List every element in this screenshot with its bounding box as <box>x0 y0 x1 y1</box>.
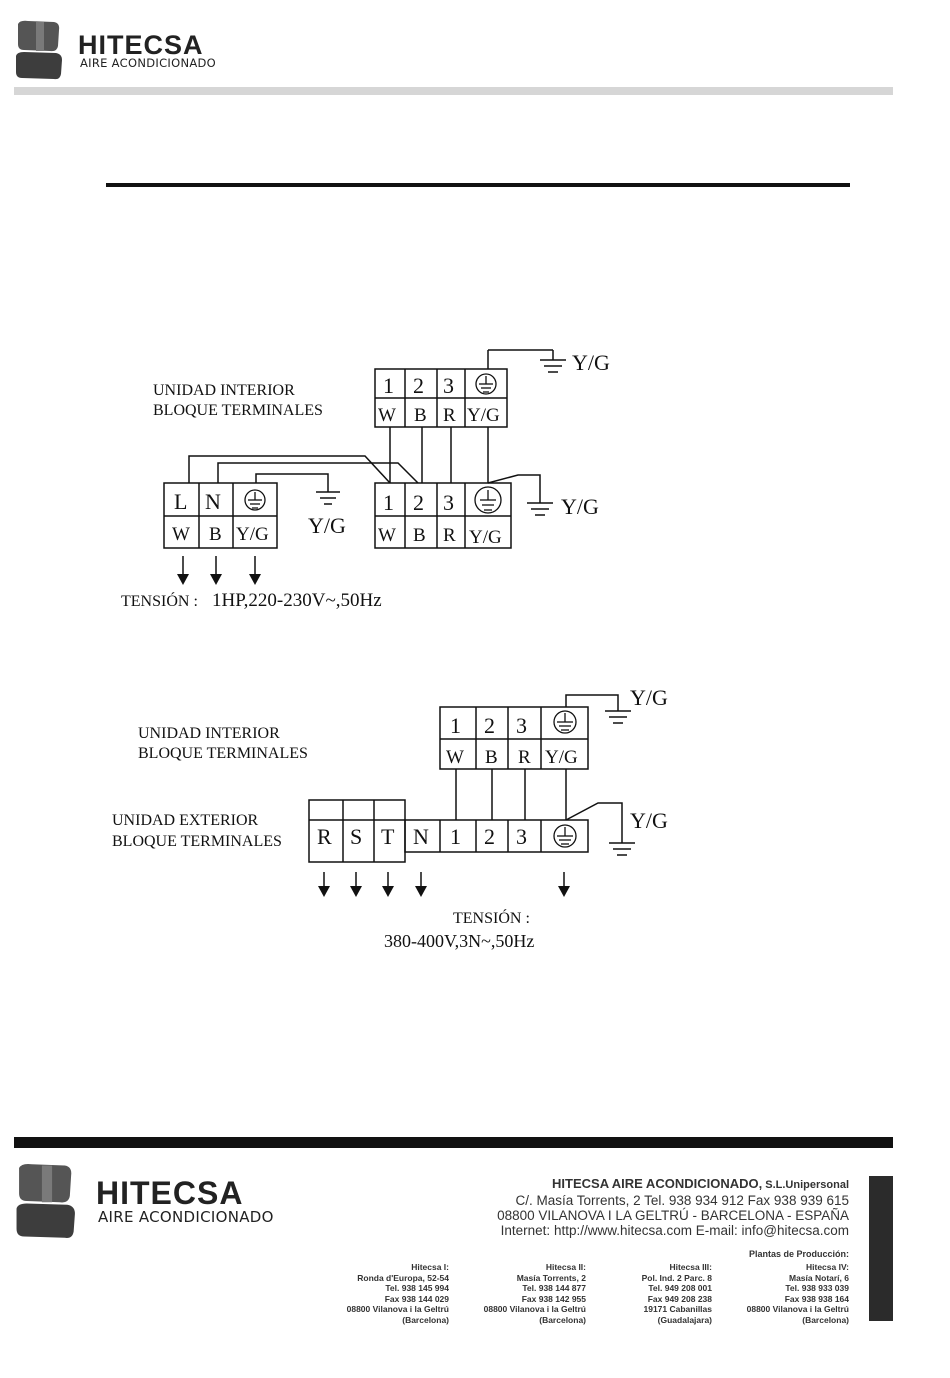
cell: Y/G <box>236 524 269 545</box>
plant-1: Hitecsa I: Ronda d'Europa, 52-54 Tel. 93… <box>309 1262 449 1325</box>
cell: R <box>518 747 531 768</box>
cell: R <box>317 824 332 849</box>
plant-line: 08800 Vilanova i la Geltrú <box>483 1304 586 1314</box>
cell: 1 <box>383 373 394 398</box>
cell: N <box>205 489 221 514</box>
plant-4: Hitecsa IV: Masía Notarí, 6 Tel. 938 933… <box>709 1262 849 1325</box>
plant-line: 08800 Vilanova i la Geltrú <box>346 1304 449 1314</box>
company-internet[interactable]: Internet: http://www.hitecsa.com E-mail:… <box>500 1223 849 1238</box>
tension-value: 380-400V,3N~,50Hz <box>384 931 534 951</box>
plant-line: Hitecsa I: <box>411 1262 449 1272</box>
plant-line: Fax 949 208 238 <box>647 1293 712 1304</box>
cell: S <box>350 824 362 849</box>
title-rule <box>106 183 850 187</box>
cell: L <box>174 489 187 514</box>
outdoor-label-1: UNIDAD EXTERIOR <box>112 812 259 829</box>
plant-line: (Barcelona) <box>539 1314 586 1325</box>
cell: T <box>381 824 395 849</box>
cell: B <box>413 525 426 546</box>
cell: B <box>414 405 427 426</box>
cell: B <box>485 747 498 768</box>
cell: 3 <box>516 824 527 849</box>
company-suffix: S.L.Unipersonal <box>762 1179 849 1191</box>
ground-symbol-icon <box>244 373 502 514</box>
plant-line: Tel. 938 933 039 <box>785 1283 849 1293</box>
plant-line: Tel. 949 208 001 <box>648 1283 712 1293</box>
ground-label: Y/G <box>630 685 668 710</box>
tension-label: TENSIÓN : <box>453 908 530 927</box>
cell: Y/G <box>545 747 578 768</box>
plant-line: Pol. Ind. 2 Parc. 8 <box>641 1272 712 1283</box>
outdoor-label-2: BLOQUE TERMINALES <box>112 833 282 850</box>
cell: 3 <box>443 490 454 515</box>
wiring-diagram-3phase: UNIDAD INTERIOR BLOQUE TERMINALES UNIDAD… <box>112 685 668 951</box>
footer-divider <box>14 1137 893 1148</box>
cell: 3 <box>516 713 527 738</box>
header-brand: HITECSA <box>78 30 204 60</box>
plant-line: 19171 Cabanillas <box>643 1304 712 1314</box>
side-tab <box>869 1176 893 1321</box>
company-address-2: 08800 VILANOVA I LA GELTRÚ - BARCELONA -… <box>497 1208 849 1223</box>
plant-line: Tel. 938 144 877 <box>522 1283 586 1293</box>
cell: 2 <box>484 824 495 849</box>
hitecsa-logo-icon <box>16 20 62 80</box>
plant-line: Hitecsa II: <box>545 1262 586 1272</box>
plant-line: Hitecsa IV: <box>806 1262 849 1272</box>
plant-line: Tel. 938 145 994 <box>385 1283 449 1293</box>
wiring-diagram-1phase: UNIDAD INTERIOR BLOQUE TERMINALES 1 2 3 … <box>121 349 610 611</box>
cell: 3 <box>443 373 454 398</box>
cell: 1 <box>383 490 394 515</box>
cell: Y/G <box>469 527 502 548</box>
plant-3: Hitecsa III: Pol. Ind. 2 Parc. 8 Tel. 94… <box>572 1262 712 1325</box>
plant-line: 08800 Vilanova i la Geltrú <box>746 1304 849 1314</box>
plant-line: Masía Torrents, 2 <box>516 1272 586 1283</box>
cell: W <box>446 747 464 768</box>
ground-symbol-icon <box>553 710 577 848</box>
ground-label: Y/G <box>308 513 346 538</box>
cell: W <box>378 405 396 426</box>
company-name: HITECSA AIRE ACONDICIONADO, <box>552 1176 763 1191</box>
indoor-label-2: BLOQUE TERMINALES <box>138 745 308 762</box>
footer-subtitle: AIRE ACONDICIONADO <box>98 1208 274 1226</box>
plant-line: Hitecsa III: <box>669 1262 712 1272</box>
plant-2: Hitecsa II: Masía Torrents, 2 Tel. 938 1… <box>446 1262 586 1325</box>
indoor-label-1: UNIDAD INTERIOR <box>153 382 295 399</box>
footer-brand: HITECSA <box>96 1175 244 1211</box>
plant-line: Masía Notarí, 6 <box>789 1272 849 1283</box>
plants-title: Plantas de Producción: <box>748 1249 849 1259</box>
tension-label: TENSIÓN : <box>121 591 198 610</box>
cell: B <box>209 524 222 545</box>
cell: N <box>413 824 429 849</box>
plant-line: Ronda d'Europa, 52-54 <box>357 1272 449 1283</box>
plant-line: (Barcelona) <box>402 1314 449 1325</box>
cell: W <box>172 524 190 545</box>
plant-line: Fax 938 144 029 <box>384 1293 449 1304</box>
company-address-1: C/. Masía Torrents, 2 Tel. 938 934 912 F… <box>515 1193 849 1208</box>
cell: W <box>378 525 396 546</box>
cell: 2 <box>413 373 424 398</box>
cell: 2 <box>413 490 424 515</box>
company-info: HITECSA AIRE ACONDICIONADO, S.L.Uniperso… <box>497 1176 849 1238</box>
indoor-label-2: BLOQUE TERMINALES <box>153 402 323 419</box>
cell: R <box>443 525 456 546</box>
plant-line: Fax 938 142 955 <box>521 1293 586 1304</box>
indoor-label-1: UNIDAD INTERIOR <box>138 725 280 742</box>
ground-label: Y/G <box>561 494 599 519</box>
ground-label: Y/G <box>572 350 610 375</box>
hitecsa-logo-icon <box>16 1163 75 1238</box>
cell: 2 <box>484 713 495 738</box>
cell: 1 <box>450 824 461 849</box>
cell: Y/G <box>467 405 500 426</box>
plant-line: (Barcelona) <box>802 1314 849 1325</box>
plant-line: (Guadalajara) <box>657 1314 712 1325</box>
ground-label: Y/G <box>630 808 668 833</box>
header-divider <box>14 87 893 95</box>
tension-value: 1HP,220-230V~,50Hz <box>212 590 382 611</box>
cell: 1 <box>450 713 461 738</box>
header-subtitle: AIRE ACONDICIONADO <box>80 56 217 70</box>
plant-line: Fax 938 938 164 <box>784 1293 849 1304</box>
cell: R <box>443 405 456 426</box>
